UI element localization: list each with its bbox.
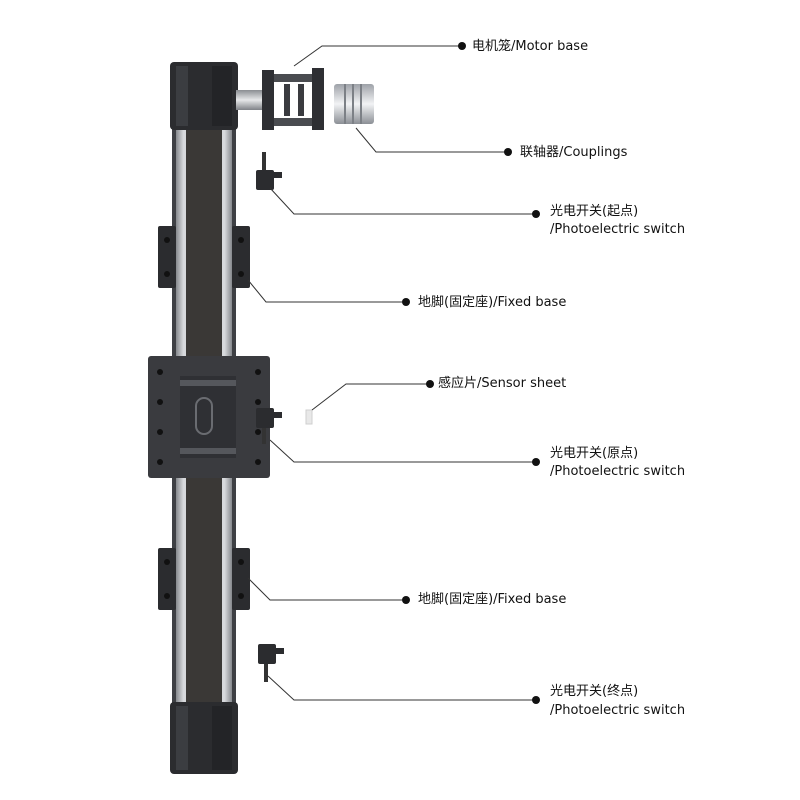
motor-base-part	[262, 68, 324, 130]
label-switch-end-cn: 光电开关(终点)	[550, 684, 639, 699]
label-sensor-sheet: 感应片/Sensor sheet	[438, 376, 567, 391]
label-switch-end-en: /Photoelectric switch	[550, 703, 686, 718]
dot-fixed-base-1	[402, 298, 410, 306]
dot-couplings	[504, 148, 512, 156]
photoelectric-switch-origin-part	[256, 408, 282, 444]
leader-switch-origin	[269, 439, 534, 463]
dot-switch-start	[532, 210, 540, 218]
drive-shaft	[236, 90, 262, 110]
slide-carriage	[148, 356, 270, 478]
leader-sensor-sheet	[311, 383, 428, 411]
dot-switch-end	[532, 696, 540, 704]
leader-fixed-base-2	[247, 577, 402, 601]
photoelectric-switch-start-part	[256, 152, 282, 190]
leader-switch-start	[269, 187, 534, 215]
dot-fixed-base-2	[402, 596, 410, 604]
dot-sensor-sheet	[426, 380, 434, 388]
label-fixed-base-2: 地脚(固定座)/Fixed base	[418, 592, 567, 607]
fixed-base-2-part	[158, 548, 250, 610]
dot-motor-base	[458, 42, 466, 50]
bottom-end-cap	[170, 702, 238, 774]
label-switch-start-cn: 光电开关(起点)	[550, 204, 639, 219]
fixed-base-1-part	[158, 226, 250, 288]
leader-lines	[247, 45, 534, 701]
coupling-part	[334, 84, 374, 124]
label-couplings: 联轴器/Couplings	[520, 145, 628, 160]
label-switch-origin-en: /Photoelectric switch	[550, 464, 686, 479]
photoelectric-switch-end-part	[258, 644, 284, 682]
leader-switch-end	[267, 675, 534, 701]
sensor-sheet-part	[305, 409, 313, 425]
dot-switch-origin	[532, 458, 540, 466]
leader-motor-base	[293, 45, 460, 67]
leader-fixed-base-1	[247, 279, 402, 303]
top-end-cap	[170, 62, 238, 130]
label-fixed-base-1: 地脚(固定座)/Fixed base	[418, 295, 567, 310]
label-motor-base: 电机笼/Motor base	[472, 39, 589, 54]
label-switch-start-en: /Photoelectric switch	[550, 222, 686, 237]
leader-couplings	[355, 127, 506, 153]
label-switch-origin-cn: 光电开关(原点)	[550, 446, 639, 461]
